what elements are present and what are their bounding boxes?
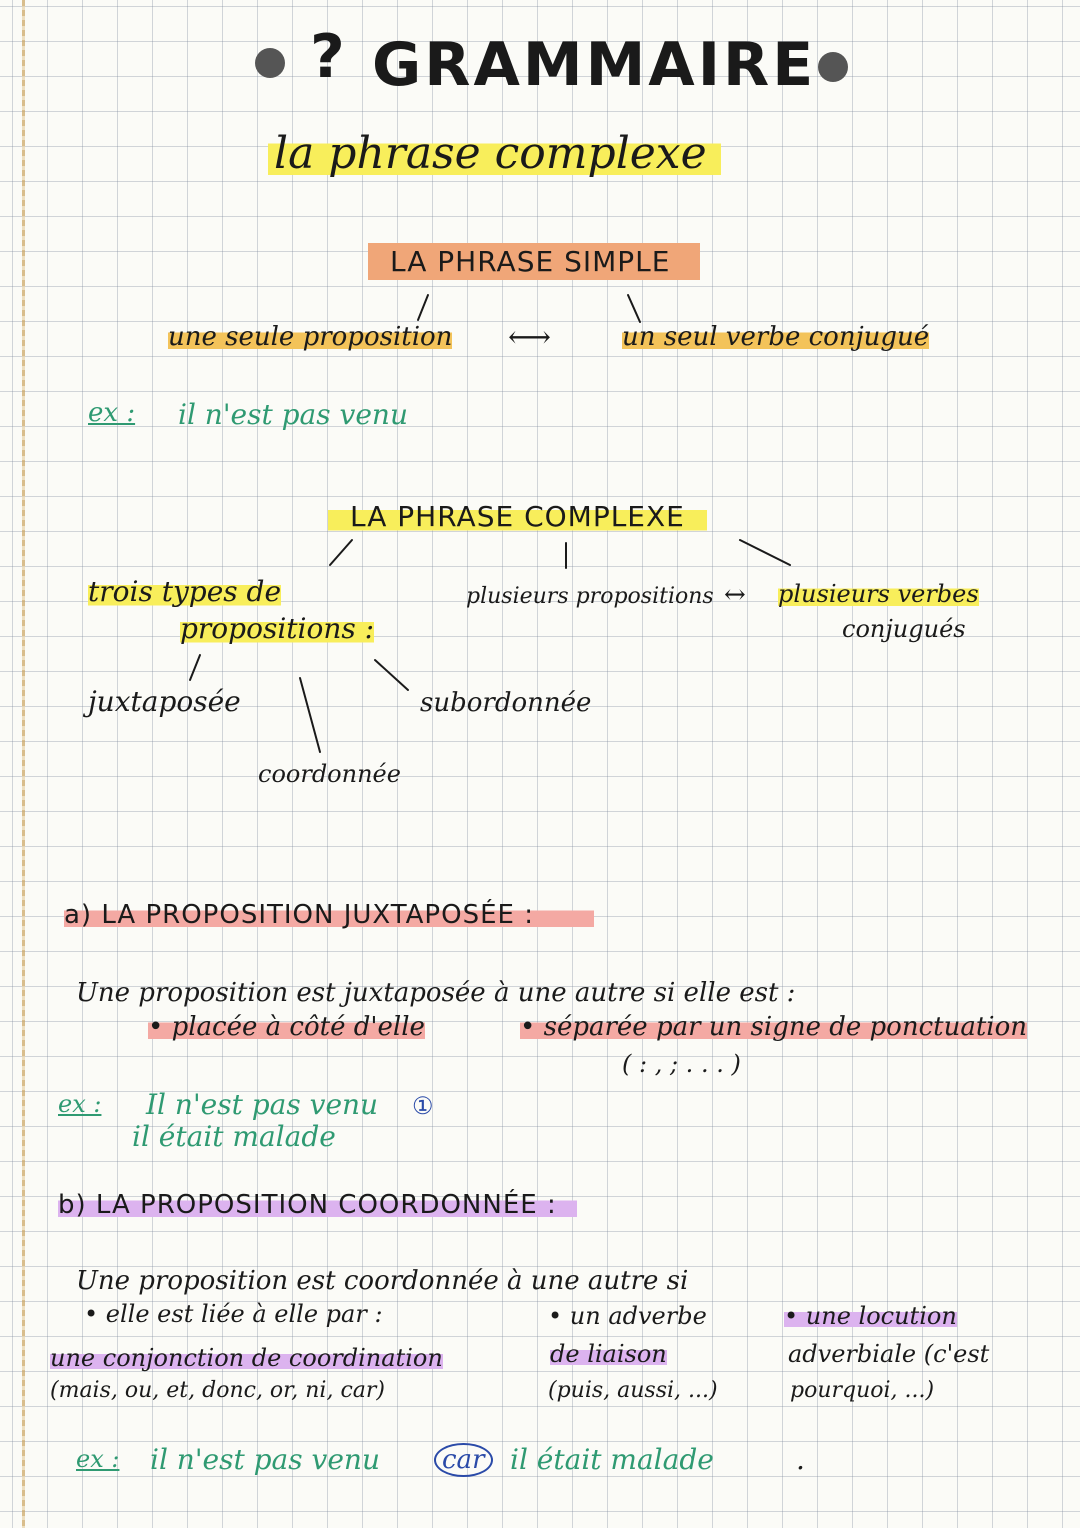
section-b-col2-line2: de liaison [550,1340,667,1368]
section-b-example-label: ex : [76,1445,120,1473]
section-a-heading: a) LA PROPOSITION JUXTAPOSÉE : [64,900,594,930]
complexe-heading: LA PHRASE COMPLEXE [328,500,707,533]
section-a-example-line1: Il n'est pas venu [146,1088,379,1121]
type-juxtaposee: juxtaposée [88,685,241,718]
section-b-col1-line2: (mais, ou, et, donc, or, ni, car) [50,1378,385,1403]
double-arrow-icon: ⟷ [508,320,552,355]
title-question-icon: ? [310,22,346,92]
section-b-definition: Une proposition est coordonnée à une aut… [76,1266,689,1296]
section-b-col2-line3: (puis, aussi, ...) [548,1378,718,1403]
simple-right-label: un seul verbe conjugué [622,322,930,352]
section-a-bullet2-detail: ( : , ; . . . ) [622,1050,741,1078]
section-b-example-conj: car [434,1443,493,1477]
simple-left-label: une seule proposition [168,322,453,352]
complexe-right-line1: plusieurs verbes [778,580,979,608]
page-subtitle: la phrase complexe [268,128,721,179]
simple-heading: LA PHRASE SIMPLE [368,243,701,280]
section-b-example-pre: il n'est pas venu [150,1443,380,1476]
punch-hole-right-icon [818,52,848,82]
section-b-col3-line3: pourquoi, ...) [790,1378,935,1403]
simple-example-text: il n'est pas venu [178,398,408,431]
complexe-right-line2: conjugués [842,615,966,643]
punch-hole-left-icon [255,48,285,78]
section-b-col3-line2: adverbiale (c'est [788,1340,990,1368]
simple-example-label: ex : [88,398,136,428]
section-b-bullet1: • elle est liée à elle par : [84,1300,383,1328]
footnote-marker-icon: ① [412,1092,434,1120]
section-b-heading: b) LA PROPOSITION COORDONNÉE : [58,1190,577,1220]
type-coordonnee: coordonnée [258,760,401,788]
section-b-col1-line1: une conjonction de coordination [50,1344,443,1372]
page-title: GRAMMAIRE [372,30,817,100]
complexe-arrow-icon: ↔ [724,580,746,610]
complexe-types-line2: propositions : [180,612,375,645]
section-a-definition: Une proposition est juxtaposée à une aut… [76,978,796,1008]
section-b-example-post: il était malade [510,1443,714,1476]
section-a-example-label: ex : [58,1090,102,1118]
type-subordonnee: subordonnée [420,688,592,718]
paper-margin-line [22,0,25,1528]
section-b-col3-line1: • une locution [784,1302,957,1330]
section-b-example-end: . [796,1443,805,1476]
section-a-example-line2: il était malade [132,1120,336,1153]
complexe-types-line1: trois types de [88,575,282,608]
complexe-middle-label: plusieurs propositions [466,584,714,609]
section-a-bullet2: • séparée par un signe de ponctuation [520,1012,1027,1042]
section-b-col2-line1: • un adverbe [548,1302,707,1330]
section-a-bullet1: • placée à côté d'elle [148,1012,425,1042]
